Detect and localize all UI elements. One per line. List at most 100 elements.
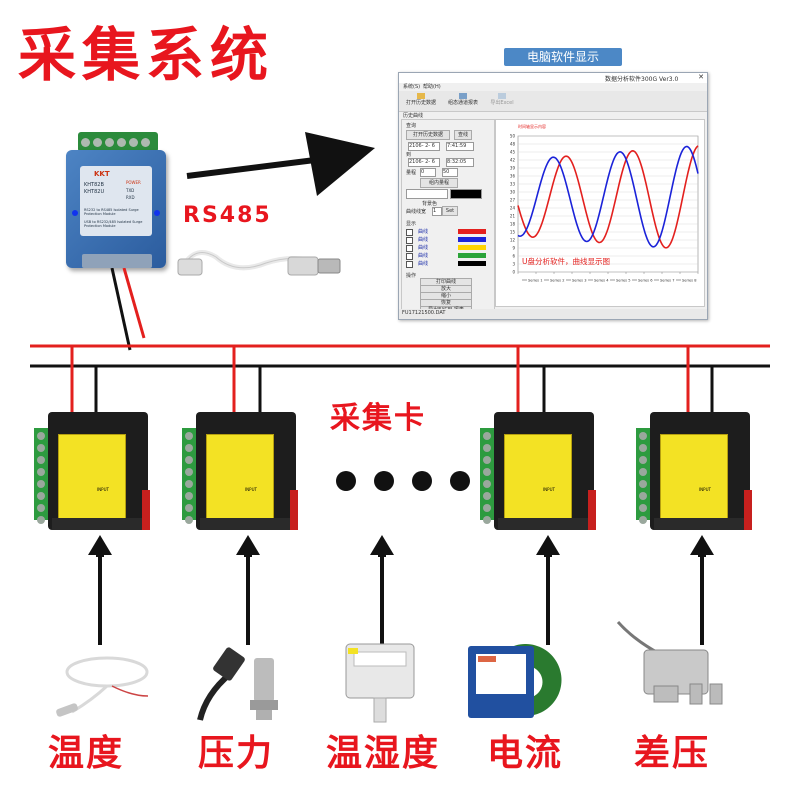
arrow-up-icon <box>88 535 112 645</box>
arrow-up-icon <box>690 535 714 645</box>
channel-row[interactable]: 曲线 <box>406 236 490 244</box>
y-tick-label: 15 <box>510 230 516 235</box>
pressure-transmitter-icon <box>197 647 278 721</box>
end-time-field[interactable]: 8:32:05 <box>446 158 474 167</box>
sensor-label-pressure: 压力 <box>198 733 275 774</box>
channel-row[interactable]: 曲线 <box>406 244 490 252</box>
y-tick-label: 45 <box>510 150 516 155</box>
menu-system[interactable]: 系统(S) <box>403 84 421 90</box>
checkbox-icon[interactable] <box>406 253 413 260</box>
current-transmitter-icon <box>468 644 562 718</box>
set-button[interactable]: Set <box>442 206 458 216</box>
open-history-button[interactable]: 打开历史数据 <box>406 130 450 140</box>
converter-led-icon <box>72 210 78 216</box>
menu-help[interactable]: 帮助(H) <box>423 84 441 90</box>
converter-model-top: KHT82B <box>84 182 104 188</box>
converter-bottom-terminals <box>82 254 152 268</box>
sensor-label-temperature: 温度 <box>48 733 125 774</box>
checkbox-icon[interactable] <box>406 229 413 236</box>
converter-model-bottom: KHT82U <box>84 189 105 195</box>
channels-label: 显示 <box>406 221 417 227</box>
y-tick-label: 48 <box>510 142 516 147</box>
bus-lines <box>30 344 770 368</box>
rs485-cable-icon <box>177 250 341 276</box>
channel-row[interactable]: 曲线 <box>406 260 490 268</box>
y-tick-label: 24 <box>510 206 516 211</box>
channel-row[interactable]: 曲线 <box>406 228 490 236</box>
y-tick-label: 21 <box>510 214 516 219</box>
differential-pressure-sensor-icon <box>616 621 723 705</box>
software-toolbar: 打开历史数据 组态通道报表 导出Excel <box>399 91 707 112</box>
background-color-black-swatch[interactable] <box>450 189 482 199</box>
channel-color-swatch[interactable] <box>458 261 486 266</box>
tab-history-curve[interactable]: 历史曲线 <box>403 113 424 119</box>
legend-entry: Series 6 <box>638 279 653 283</box>
ellipsis-icon <box>336 471 470 491</box>
y-tick-label: 18 <box>510 222 516 227</box>
y-tick-label: 42 <box>510 158 516 163</box>
legend-entry: Series 5 <box>616 279 630 283</box>
y-tick-label: 6 <box>512 254 515 259</box>
converter-rxd-label: RXD <box>126 195 135 200</box>
channel-color-swatch[interactable] <box>458 237 486 242</box>
converter-desc-1: RS232 to RS485 Isolated Surge Protection… <box>84 208 139 216</box>
y-tick-label: 12 <box>510 238 516 243</box>
end-date-field[interactable]: 2106- 2- 6 <box>408 158 440 167</box>
card-label-plate: INPUT <box>660 434 728 524</box>
channel-name: 曲线 <box>418 229 429 235</box>
temperature-humidity-transmitter-icon <box>345 643 415 723</box>
channel-name: 曲线 <box>418 253 429 259</box>
sensor-label-current: 电流 <box>487 733 564 774</box>
converter-power-label: POWER <box>126 180 141 185</box>
arrow-up-icon <box>370 535 394 645</box>
start-time-field[interactable]: 7:41:59 <box>446 142 474 151</box>
start-date-field[interactable]: 2106- 2- 6 <box>408 142 440 151</box>
checkbox-icon[interactable] <box>406 237 413 244</box>
software-menubar: 系统(S) 帮助(H) <box>399 83 707 91</box>
channel-color-swatch[interactable] <box>458 245 486 250</box>
y-tick-label: 0 <box>512 270 515 275</box>
converter-top-terminals <box>78 132 158 152</box>
software-statusbar: FU17121500.DAT <box>399 309 707 319</box>
y-tick-label: 50 <box>510 134 516 139</box>
grid-icon <box>459 93 467 99</box>
channel-color-swatch[interactable] <box>458 229 486 234</box>
card-label-plate: INPUT <box>206 434 274 524</box>
range-from-field[interactable]: 0 <box>420 168 436 177</box>
software-side-panel: 查询 打开历史数据 查线 2106- 2- 6 7:41:59 到 2106- … <box>401 119 495 314</box>
y-tick-label: 27 <box>510 198 516 203</box>
plot-header: 时间轴显示内容 <box>518 123 546 129</box>
y-tick-label: 9 <box>512 246 515 251</box>
range-label: 量程 <box>406 170 417 176</box>
channel-color-swatch[interactable] <box>458 253 486 258</box>
card-drop-wires <box>70 346 714 412</box>
converter-bus-wires <box>110 268 146 351</box>
group-range-button[interactable]: 组内量程 <box>420 178 458 188</box>
checkbox-icon[interactable] <box>406 261 413 268</box>
channel-name: 曲线 <box>418 261 429 267</box>
legend-entry: Series 7 <box>660 279 674 283</box>
sensor-label-temp-humidity: 温湿度 <box>326 733 441 774</box>
series-1-line <box>517 145 699 249</box>
range-to-field[interactable]: 50 <box>442 168 458 177</box>
acquisition-card: INPUT <box>636 412 754 530</box>
export-excel-toolbar-button[interactable]: 导出Excel <box>487 93 517 109</box>
close-icon[interactable]: ✕ <box>698 73 704 81</box>
curve-plot: 50484542393633302724211815129630时间轴显示内容U… <box>510 123 699 283</box>
channel-report-toolbar-button[interactable]: 组态通道报表 <box>443 93 483 109</box>
card-label-plate: INPUT <box>504 434 572 524</box>
legend-entry: Series 2 <box>550 279 564 283</box>
background-color-swatch[interactable] <box>406 189 448 199</box>
series-2-line <box>517 145 699 248</box>
open-history-toolbar-button[interactable]: 打开历史数据 <box>403 93 439 109</box>
converter-led-icon <box>154 210 160 216</box>
line-width-field[interactable]: 1 <box>432 207 442 216</box>
legend-entry: Series 1 <box>528 279 542 283</box>
checkbox-icon[interactable] <box>406 245 413 252</box>
channel-name: 曲线 <box>418 245 429 251</box>
y-tick-label: 33 <box>510 182 516 187</box>
channel-row[interactable]: 曲线 <box>406 252 490 260</box>
query-button[interactable]: 查线 <box>454 130 472 140</box>
software-caption: 电脑软件显示 <box>504 48 622 66</box>
y-tick-label: 3 <box>512 262 515 267</box>
